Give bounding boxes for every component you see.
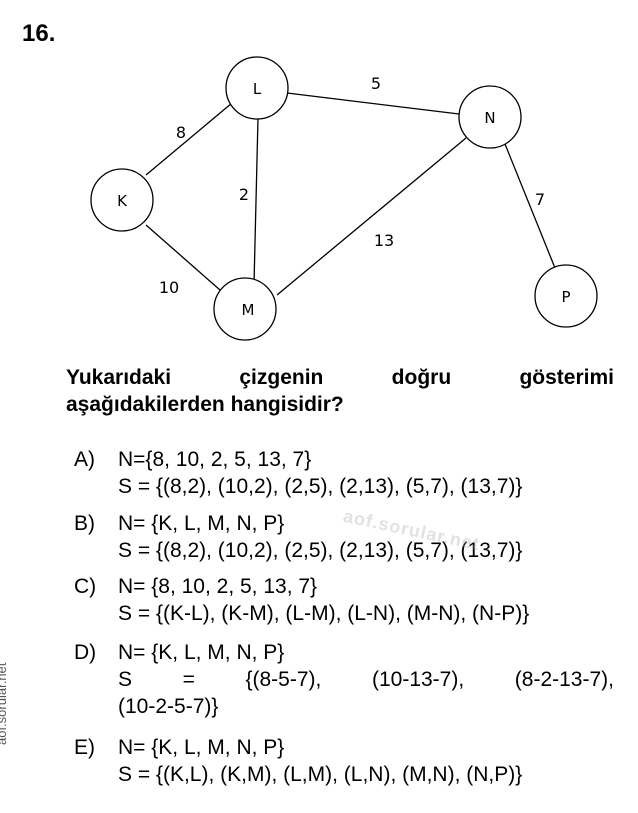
question-word: çizgenin	[239, 366, 324, 389]
option-letter: A)	[74, 448, 95, 471]
edge-k-l	[145, 102, 233, 176]
option-d-line-1: N= {K, L, M, N, P}	[118, 641, 285, 664]
graph-diagram: K L M N P 8 5 2 10 13 7	[90, 56, 598, 341]
edge-l-n	[286, 92, 460, 115]
question-line-1: Yukarıdaki çizgenin doğru gösterimi	[66, 364, 614, 391]
question-line-2: aşağıdakilerden hangisidir?	[66, 393, 344, 416]
option-d-line-2: S = {(8-5-7), (10-13-7), (8-2-13-7),	[118, 666, 614, 693]
option-d-part: =	[182, 668, 195, 691]
question-word: doğru	[391, 366, 452, 389]
weight-k-l: 8	[176, 123, 186, 142]
option-letter: C)	[74, 575, 97, 598]
question-number: 16.	[22, 20, 56, 47]
edge-k-m	[145, 224, 221, 291]
option-a-line-1: N={8, 10, 2, 5, 13, 7}	[118, 448, 312, 471]
node-label-n: N	[484, 109, 495, 127]
weight-l-m: 2	[239, 185, 249, 204]
edge-m-n	[276, 137, 467, 296]
option-c-line-1: N= {8, 10, 2, 5, 13, 7}	[118, 575, 318, 598]
option-letter: E)	[74, 736, 95, 759]
weight-m-n: 13	[374, 231, 394, 250]
edge-l-m	[253, 117, 259, 285]
weight-l-n: 5	[371, 74, 381, 93]
option-d-part: {(8-5-7),	[245, 668, 322, 691]
weight-k-m: 10	[159, 278, 179, 297]
option-d-part: S	[118, 668, 133, 691]
option-letter: D)	[74, 641, 97, 664]
node-p	[534, 264, 598, 328]
option-b-line-1: N= {K, L, M, N, P}	[118, 512, 285, 535]
option-a-line-2: S = {(8,2), (10,2), (2,5), (2,13), (5,7)…	[118, 475, 523, 498]
weight-n-p: 7	[535, 190, 545, 209]
option-d-line-3: (10-2-5-7)}	[118, 695, 219, 718]
option-e-line-2: S = {(K,L), (K,M), (L,M), (L,N), (M,N), …	[118, 763, 523, 786]
question-word: Yukarıdaki	[66, 366, 172, 389]
node-label-k: K	[117, 192, 128, 210]
node-label-p: P	[561, 288, 570, 306]
edge-n-p	[504, 143, 556, 269]
side-url: aof.sorular.net	[0, 662, 9, 745]
option-letter: B)	[74, 512, 95, 535]
question-word: gösterimi	[519, 366, 614, 389]
node-k	[90, 168, 154, 232]
node-l	[225, 56, 289, 120]
node-label-l: L	[253, 80, 262, 98]
option-c-line-2: S = {(K-L), (K-M), (L-M), (L-N), (M-N), …	[118, 602, 530, 625]
option-d-part: (10-13-7),	[371, 668, 465, 691]
node-m	[213, 277, 277, 341]
node-n	[458, 85, 522, 149]
question-text: Yukarıdaki çizgenin doğru gösterimi aşağ…	[66, 364, 614, 418]
option-d-part: (8-2-13-7),	[514, 668, 614, 691]
node-label-m: M	[242, 301, 255, 319]
option-b-line-2: S = {(8,2), (10,2), (2,5), (2,13), (5,7)…	[118, 539, 523, 562]
option-e-line-1: N= {K, L, M, N, P}	[118, 736, 285, 759]
